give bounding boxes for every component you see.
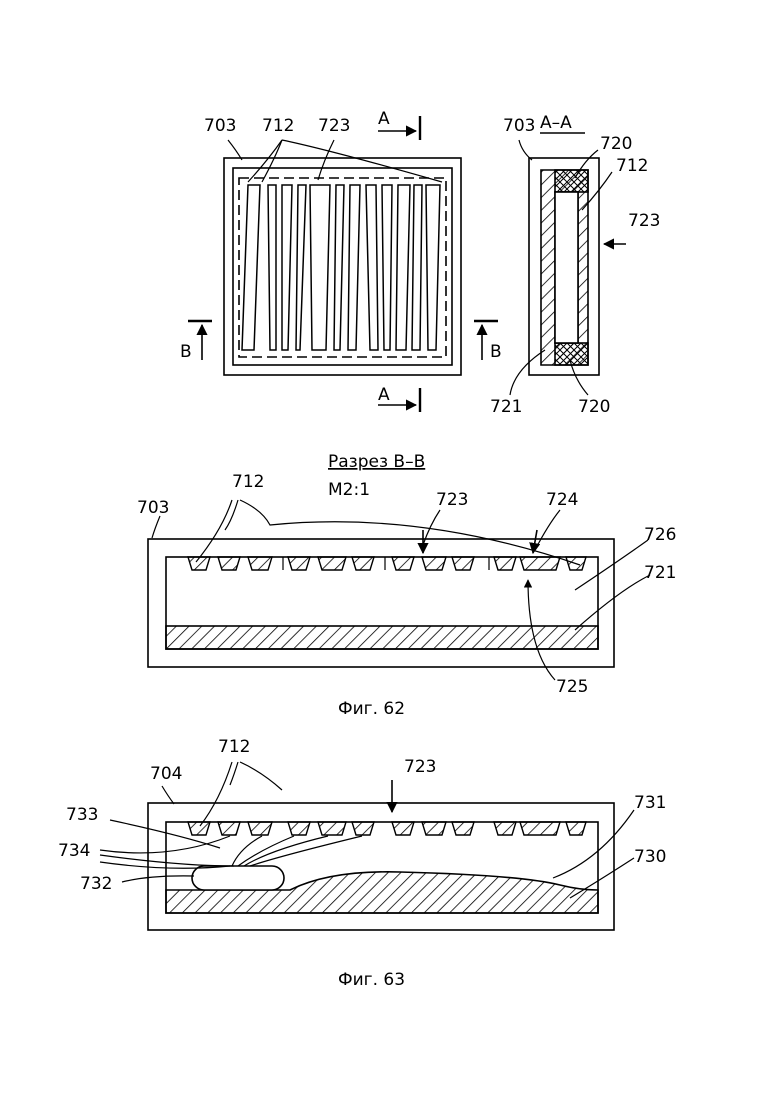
ref-721-fig62: 721 [644, 563, 676, 583]
plates-row-fig63 [188, 822, 586, 835]
ref-724-fig62: 724 [546, 490, 578, 510]
fig63-drawing [100, 762, 634, 930]
cross-block-720-top [555, 170, 588, 192]
ref-720-top: 720 [600, 134, 632, 154]
ref-723-section: 723 [628, 211, 660, 231]
bottom-layer-721 [166, 626, 598, 649]
top-plan-view [188, 116, 498, 412]
ref-712-fig63: 712 [218, 737, 250, 757]
ref-733-fig63: 733 [66, 805, 98, 825]
ref-712-fig62: 712 [232, 472, 264, 492]
ref-703-section: 703 [503, 116, 535, 136]
ref-731-fig63: 731 [634, 793, 666, 813]
ref-723-fig62: 723 [436, 490, 468, 510]
section-b-b-title: Разрез B–B [328, 452, 425, 472]
ref-723-top: 723 [318, 116, 350, 136]
section-b-left-label: B [180, 342, 192, 362]
fig62-drawing [148, 500, 650, 680]
section-a-bottom-label: A [378, 385, 390, 405]
section-b-right-label: B [490, 342, 502, 362]
plates-row-fig62 [188, 557, 586, 570]
ref-703-fig62: 703 [137, 498, 169, 518]
section-a-top-label: A [378, 109, 390, 129]
scale-label: M2:1 [328, 480, 370, 500]
ref-720-bottom: 720 [578, 397, 610, 417]
fig63-caption: Фиг. 63 [338, 970, 405, 990]
ref-723-fig63: 723 [404, 757, 436, 777]
section-a-a-label: A–A [540, 113, 572, 133]
ref-712-section: 712 [616, 156, 648, 176]
ref-704-fig63: 704 [150, 764, 182, 784]
ref-721-section: 721 [490, 397, 522, 417]
ref-730-fig63: 730 [634, 847, 666, 867]
body-732 [192, 866, 284, 890]
ref-725-fig62: 725 [556, 677, 588, 697]
ref-732-fig63: 732 [80, 874, 112, 894]
ref-703-top: 703 [204, 116, 236, 136]
ref-726-fig62: 726 [644, 525, 676, 545]
section-a-a-view [510, 133, 626, 395]
plates-712 [242, 185, 440, 350]
ref-734-fig63: 734 [58, 841, 90, 861]
fig62-caption: Фиг. 62 [338, 699, 405, 719]
cross-block-720-bottom [555, 343, 588, 365]
ref-712-top: 712 [262, 116, 294, 136]
